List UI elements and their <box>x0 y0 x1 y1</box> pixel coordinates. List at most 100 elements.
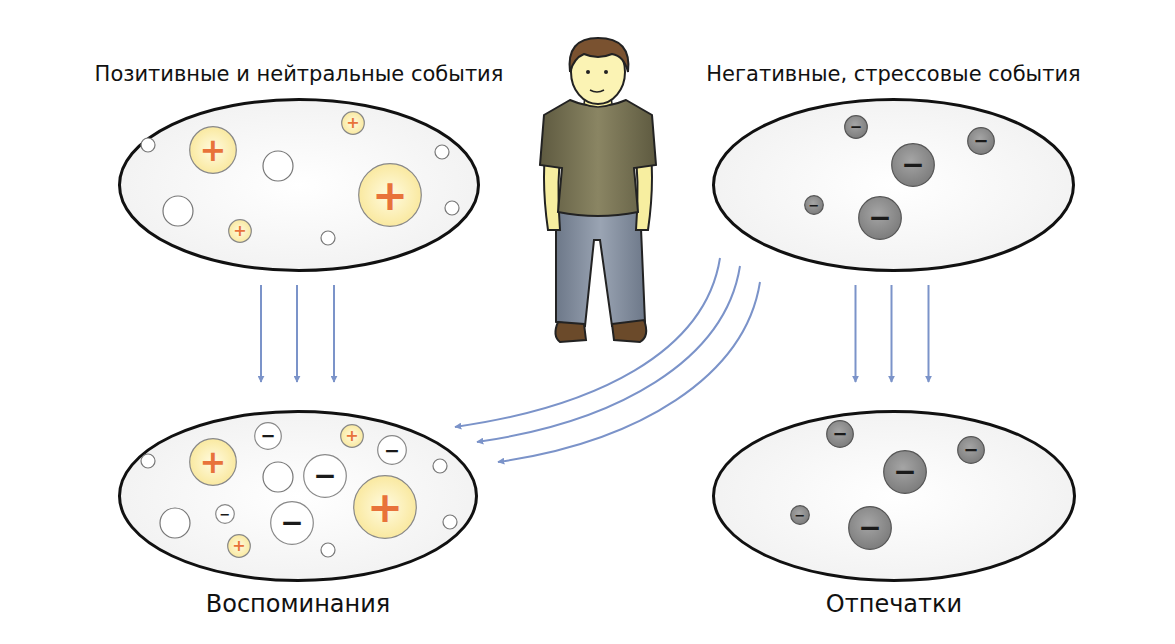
flow-arrow <box>333 285 335 382</box>
circle-shape <box>805 196 824 215</box>
circle-shape <box>884 451 927 494</box>
valence-circle: + <box>340 424 364 448</box>
valence-sign: − <box>891 143 935 187</box>
valence-sign: − <box>790 505 810 525</box>
valence-circle: + <box>189 126 237 174</box>
valence-circle: − <box>215 504 235 524</box>
circle-shape <box>190 127 237 174</box>
flow-arrow <box>498 282 760 462</box>
neutral-circle <box>445 201 459 215</box>
neutral-circle <box>443 515 457 529</box>
event-label: Отпечатки <box>826 590 962 618</box>
valence-sign: − <box>883 450 927 494</box>
ellipse-shape <box>714 100 1074 271</box>
valence-circle: − <box>254 422 282 450</box>
valence-sign: + <box>189 126 237 174</box>
valence-sign: + <box>341 111 365 135</box>
valence-circle: − <box>891 143 935 187</box>
flow-arrow <box>891 285 893 382</box>
valence-sign: − <box>377 435 407 465</box>
circle-shape <box>228 535 251 558</box>
ellipse-outline <box>712 410 1076 582</box>
valence-circle: − <box>844 115 868 139</box>
flow-arrow <box>477 266 740 442</box>
circle-shape <box>359 164 422 227</box>
neutral-circle <box>435 145 449 159</box>
circle-shape <box>354 476 417 539</box>
event-label: Воспоминания <box>206 590 391 618</box>
valence-circle: − <box>270 501 314 545</box>
circle-shape <box>892 144 935 187</box>
neutral-circle <box>141 454 155 468</box>
valence-circle: − <box>826 420 854 448</box>
valence-circle: − <box>967 127 995 155</box>
circle-shape <box>849 507 892 550</box>
valence-sign: + <box>353 475 417 539</box>
circle-shape <box>216 505 235 524</box>
circle-shape <box>304 455 347 498</box>
event-ellipse: Негативные, стрессовые события−−−−− <box>712 98 1075 272</box>
circle-shape <box>255 423 282 450</box>
event-label: Позитивные и нейтральные события <box>95 62 504 86</box>
circle-shape <box>791 506 810 525</box>
valence-sign: + <box>227 534 251 558</box>
valence-sign: − <box>844 115 868 139</box>
valence-sign: − <box>826 420 854 448</box>
ellipse-shape <box>714 412 1075 581</box>
neutral-circle <box>163 196 193 226</box>
circle-shape <box>341 425 364 448</box>
neutral-circle <box>160 508 190 538</box>
valence-circle: − <box>790 505 810 525</box>
ellipse-shape <box>120 412 477 581</box>
valence-sign: + <box>340 424 364 448</box>
flow-arrow <box>928 285 930 382</box>
event-ellipse: Воспоминания++++−−−−− <box>118 410 478 582</box>
circle-shape <box>968 128 995 155</box>
flow-arrow <box>455 258 720 427</box>
neutral-circle <box>263 462 293 492</box>
valence-sign: + <box>189 438 237 486</box>
circle-shape <box>229 220 252 243</box>
valence-sign: − <box>858 196 902 240</box>
valence-circle: − <box>883 450 927 494</box>
valence-sign: + <box>358 163 422 227</box>
circle-shape <box>845 116 868 139</box>
circle-shape <box>342 112 365 135</box>
valence-sign: − <box>254 422 282 450</box>
ellipse-outline <box>118 410 478 582</box>
neutral-circle <box>141 138 155 152</box>
neutral-circle <box>433 459 447 473</box>
valence-circle: − <box>848 506 892 550</box>
neutral-circle <box>263 151 293 181</box>
valence-sign: − <box>270 501 314 545</box>
neutral-circle <box>321 543 335 557</box>
flow-arrow <box>296 285 298 382</box>
event-ellipse: Отпечатки−−−−− <box>712 410 1076 582</box>
valence-sign: + <box>228 219 252 243</box>
valence-sign: − <box>303 454 347 498</box>
valence-circle: + <box>358 163 422 227</box>
circle-shape <box>378 436 407 465</box>
valence-circle: − <box>858 196 902 240</box>
valence-circle: − <box>377 435 407 465</box>
flow-arrow <box>855 285 857 382</box>
ellipse-shape <box>120 100 479 271</box>
circle-shape <box>958 437 985 464</box>
circle-shape <box>190 439 237 486</box>
ellipse-outline <box>712 98 1075 272</box>
valence-sign: − <box>957 436 985 464</box>
valence-sign: − <box>215 504 235 524</box>
ellipse-outline <box>118 98 480 272</box>
flow-arrow <box>260 285 262 382</box>
circle-shape <box>827 421 854 448</box>
valence-circle: + <box>227 534 251 558</box>
valence-circle: + <box>353 475 417 539</box>
circle-shape <box>271 502 314 545</box>
valence-circle: − <box>957 436 985 464</box>
valence-circle: − <box>804 195 824 215</box>
valence-circle: + <box>228 219 252 243</box>
valence-sign: − <box>848 506 892 550</box>
valence-sign: − <box>967 127 995 155</box>
valence-circle: − <box>303 454 347 498</box>
